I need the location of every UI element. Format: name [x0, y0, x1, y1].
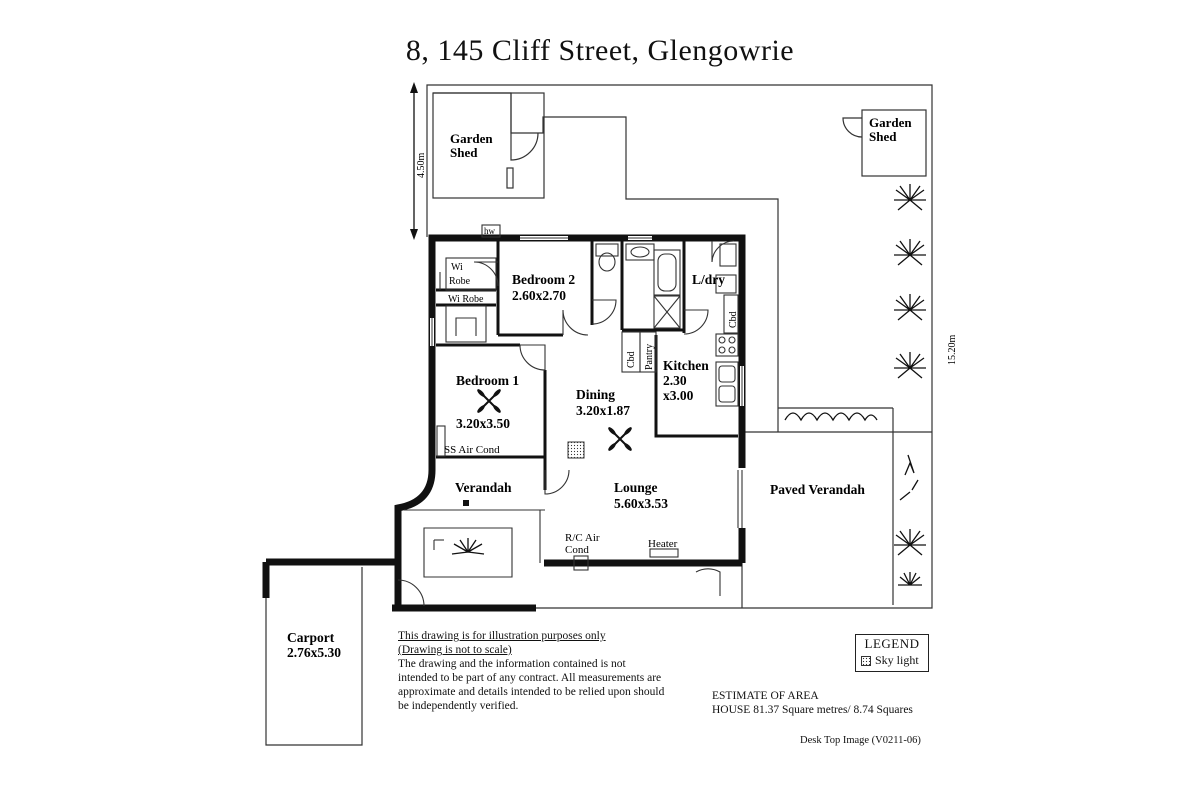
- verandah-post: [463, 500, 469, 506]
- garden-shed-right-label-1: Garden: [869, 115, 912, 130]
- dimension-left: 4.50m: [410, 82, 427, 240]
- carport-outline: [265, 567, 363, 746]
- dimension-right-label: 15.20m: [947, 335, 958, 366]
- page-title: 8, 145 Cliff Street, Glengowrie: [405, 34, 795, 67]
- garden-shed-left-label-2: Shed: [450, 145, 478, 160]
- legend: LEGEND Sky light: [855, 634, 929, 672]
- kitchen-fixtures: [621, 294, 739, 407]
- legend-item-label: Sky light: [875, 653, 919, 667]
- disclaimer-line1: This drawing is for illustration purpose…: [398, 630, 606, 642]
- bedroom2-name: Bedroom 2: [512, 272, 575, 287]
- dining-name: Dining: [576, 387, 615, 402]
- skylight-legend-icon: [861, 655, 871, 666]
- wi-robe-top-label-2: Robe: [449, 276, 471, 287]
- footer-code: Desk Top Image (V0211-06): [800, 735, 921, 746]
- bedroom1-name: Bedroom 1: [456, 373, 519, 388]
- area-estimate: ESTIMATE OF AREA HOUSE 81.37 Square metr…: [712, 689, 913, 717]
- wi-robe-top-label-1: Wi: [451, 262, 463, 273]
- dimension-left-label: 4.50m: [416, 153, 427, 179]
- paved-verandah-name: Paved Verandah: [770, 482, 865, 497]
- cbd-left-label: Cbd: [626, 351, 637, 368]
- carport-size: 2.76x5.30: [287, 645, 341, 660]
- lounge-name: Lounge: [614, 480, 658, 495]
- legend-title: LEGEND: [864, 636, 920, 651]
- disclaimer: This drawing is for illustration purpose…: [398, 629, 668, 713]
- kitchen-size-1: 2.30: [663, 373, 687, 388]
- cbd-right-label: Cbd: [728, 311, 739, 328]
- disclaimer-body: The drawing and the information containe…: [398, 658, 665, 712]
- pantry-label: Pantry: [644, 344, 655, 370]
- bathroom-fixtures: [595, 243, 737, 329]
- room-labels: Bedroom 2 2.60x2.70 L/dry Kitchen 2.30 x…: [287, 272, 865, 660]
- ss-air-cond-label: SS Air Cond: [444, 444, 500, 456]
- carport-name: Carport: [287, 630, 335, 645]
- area-heading: ESTIMATE OF AREA: [712, 690, 819, 702]
- garden-shed-right-label-2: Shed: [869, 129, 897, 144]
- garden-shed-left-label-1: Garden: [450, 131, 493, 146]
- garden-plants: [451, 184, 926, 586]
- garden-shed-left: [432, 92, 545, 199]
- dining-size: 3.20x1.87: [576, 403, 630, 418]
- bedroom2-size: 2.60x2.70: [512, 288, 566, 303]
- legend-item: Sky light: [861, 653, 928, 668]
- rc-air-cond-label-1: R/C Air: [565, 532, 600, 544]
- kitchen-name: Kitchen: [663, 358, 709, 373]
- ceiling-fan-blades-icon: [477, 389, 632, 451]
- hw-label: hw: [484, 226, 496, 236]
- disclaimer-line2: (Drawing is not to scale): [398, 644, 512, 656]
- area-house: HOUSE 81.37 Square metres/ 8.74 Squares: [712, 704, 913, 716]
- heater-label: Heater: [648, 538, 678, 550]
- courtyard: [404, 509, 545, 578]
- window-lines: [431, 237, 743, 406]
- kitchen-size-2: x3.00: [663, 388, 694, 403]
- skylight-icon: [567, 441, 585, 459]
- lounge-size: 5.60x3.53: [614, 496, 668, 511]
- rc-air-cond-label-2: Cond: [565, 544, 589, 556]
- verandah-name: Verandah: [455, 480, 512, 495]
- door-swings: [397, 240, 743, 607]
- ldry-name: L/dry: [692, 272, 725, 287]
- garden-shed-right: [842, 109, 927, 177]
- bedroom1-size: 3.20x3.50: [456, 416, 510, 431]
- wardrobes: [445, 224, 501, 343]
- appliances: [436, 425, 679, 571]
- wi-robe-bottom-label: Wi Robe: [448, 294, 484, 305]
- house-exterior-walls: [262, 234, 746, 612]
